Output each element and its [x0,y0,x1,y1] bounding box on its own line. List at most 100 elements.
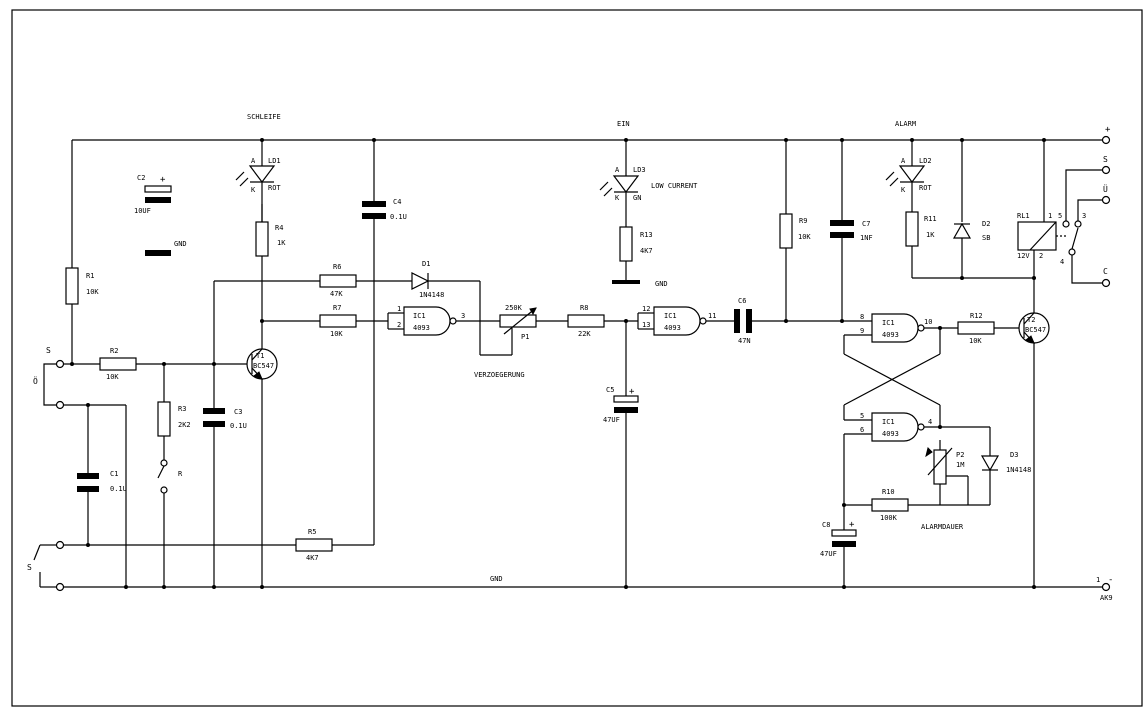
r3-value: 2K2 [178,421,191,429]
c3-name: C3 [234,408,242,416]
r2-name: R2 [110,347,118,355]
g2-pin11: 11 [708,312,716,320]
r1-value: 10K [86,288,99,296]
rl1-name: RL1 [1017,212,1030,220]
c2-gnd-label: GND [174,240,187,248]
d2-value: SB [982,234,990,242]
c6-value: 47N [738,337,751,345]
t2-name: T2 [1027,316,1035,324]
c2-capacitor [144,185,172,193]
d1-name: D1 [422,260,430,268]
minus-label: - [1108,575,1113,585]
low-current-label: LOW CURRENT [651,182,698,190]
c1-capacitor [77,473,99,479]
c5-capacitor [613,395,639,403]
r1-name: R1 [86,272,94,280]
r10-resistor [871,498,909,512]
ld2-value: ROT [919,184,932,192]
t2-value: BC547 [1025,326,1046,334]
c5-value: 47UF [603,416,620,424]
plus-label: + [1105,125,1111,135]
gnd-pin-number: 1 [1096,576,1100,584]
g3-ic-type: 4093 [882,331,899,339]
r13-gnd-label: GND [655,280,668,288]
g4-pin4: 4 [928,418,932,426]
terminal-s-bottom-label: S [27,563,32,572]
g3-pin8: 8 [860,313,864,321]
t1-value: BC547 [253,362,274,370]
c7-capacitor [830,220,854,226]
g1-pin3: 3 [461,312,465,320]
c2-name: C2 [137,174,145,182]
c4-name: C4 [393,198,401,206]
g2-ic-name: IC1 [664,312,677,320]
ein-label: EIN [617,120,630,128]
d1-value: 1N4148 [419,291,444,299]
ld1-value: ROT [268,184,281,192]
r13-resistor [619,226,633,262]
c5-name: C5 [606,386,614,394]
r11-value: 1K [926,231,935,239]
terminal-s-bottom [55,540,65,550]
terminal-gnd-left [55,582,65,592]
p1-value: 250K [505,304,523,312]
ld2-anode: A [901,157,906,165]
r1-resistor [65,267,79,305]
d2-name: D2 [982,220,990,228]
r6-name: R6 [333,263,341,271]
g4-pin5: 5 [860,412,864,420]
c7-value: 1NF [860,234,873,242]
g3-ic-name: IC1 [882,319,895,327]
c3-value: 0.1U [230,422,247,430]
r2-resistor [99,357,137,371]
terminal-s-right-label: S [1103,155,1108,164]
rl1-relay-coil [1017,221,1057,251]
r8-value: 22K [578,330,591,338]
rl1-voltage: 12V [1017,252,1030,260]
p1-pot [499,314,537,328]
g3-pin9: 9 [860,327,864,335]
r13-gnd-bar [612,280,640,284]
connector-label: AK9 [1100,594,1113,602]
r2-value: 10K [106,373,119,381]
r12-resistor [957,321,995,335]
rl1-pin1: 1 [1048,212,1052,220]
ld2-led [898,165,926,183]
c8-capacitor [831,529,857,537]
g1-pin2: 2 [397,321,401,329]
terminal-plus [1101,135,1111,145]
r-switch [157,465,165,479]
r4-value: 1K [277,239,286,247]
r5-resistor [295,538,333,552]
ld3-name: LD3 [633,166,646,174]
d2-diode [952,222,972,239]
g2-pin13: 13 [642,321,650,329]
ld1-name: LD1 [268,157,281,165]
rl1-pin4: 4 [1060,258,1064,266]
r9-value: 10K [798,233,811,241]
g1-ic-name: IC1 [413,312,426,320]
d1-diode [411,272,430,290]
rl1-contact [1071,227,1079,250]
drawing-frame [11,9,1143,707]
r3-resistor [157,401,171,437]
g4-ic-name: IC1 [882,418,895,426]
g1-pin1: 1 [397,305,401,313]
r11-resistor [905,211,919,247]
d3-name: D3 [1010,451,1018,459]
d3-diode [980,455,1000,472]
g3-pin10: 10 [924,318,932,326]
ld1-cathode: K [251,186,256,194]
terminal-oe-label: Ö [33,376,38,386]
r7-resistor [319,314,357,328]
r13-name: R13 [640,231,653,239]
p2-value: 1M [956,461,964,469]
r5-value: 4K7 [306,554,319,562]
terminal-ue-label: Ü [1103,184,1108,194]
g2-pin12: 12 [642,305,650,313]
d3-value: 1N4148 [1006,466,1031,474]
terminal-oe [55,400,65,410]
schleife-label: SCHLEIFE [247,113,281,121]
r4-resistor [255,221,269,257]
